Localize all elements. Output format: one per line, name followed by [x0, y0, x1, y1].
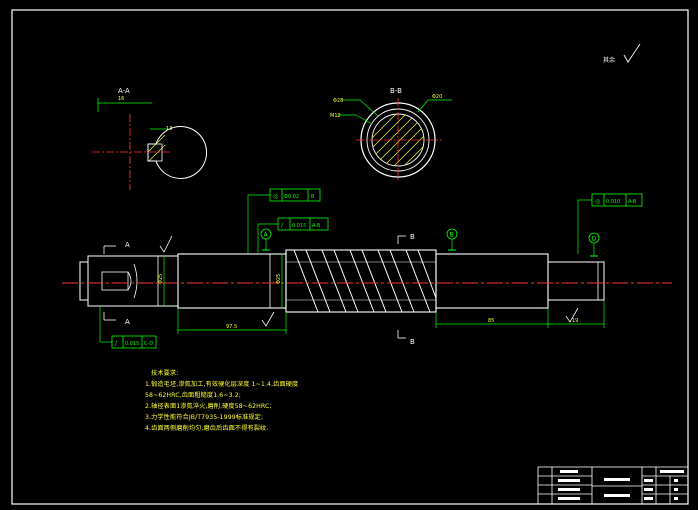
technical-requirements-title: 技术要求:	[151, 370, 179, 377]
dim-19: 19	[572, 318, 578, 324]
cut-mark-a-top: A	[125, 241, 130, 249]
tolerance-frame-1: ◎ Φ0.02 B	[247, 188, 321, 254]
roughness-note: 其余	[603, 43, 641, 64]
requirement-line: 1.锻造毛坯,渗氮加工,有效硬化层深度 1~1.4,齿面硬度	[145, 381, 299, 388]
section-a-a-label: A-A	[118, 87, 130, 95]
tol-datum: C-D	[144, 341, 153, 347]
tol-value: 0.015	[125, 341, 139, 347]
tol-symbol: ◎	[273, 193, 278, 200]
tol-symbol: /	[115, 340, 118, 347]
dim-dia-mid: Φ25	[276, 274, 282, 284]
technical-requirements: 技术要求: 1.锻造毛坯,渗氮加工,有效硬化层深度 1~1.4,齿面硬度 58~…	[145, 368, 298, 434]
tol-symbol: /	[281, 222, 284, 229]
b-dim-3: M12	[330, 113, 341, 119]
tolerance-frame-3: ◎ 0.010 A-B	[577, 193, 643, 254]
keyway	[101, 271, 129, 291]
tol-value: Φ0.02	[284, 194, 299, 200]
tol-value: 0.010	[606, 199, 620, 205]
datum-a: A	[260, 228, 272, 251]
cut-mark-b-top: B	[410, 233, 415, 241]
roughness-symbol-icon	[623, 43, 641, 63]
tol-datum: B	[311, 194, 315, 200]
section-b-b: B-B Φ28 Φ20 M12	[330, 87, 452, 182]
requirement-line: 2.轴径表面1渗氮淬火,磨削,硬度58~62HRC;	[145, 403, 272, 410]
datum-label: A	[264, 232, 269, 239]
tol-datum: A-B	[628, 199, 637, 205]
tol-symbol: ◎	[595, 198, 600, 205]
cut-mark-b-bottom: B	[410, 338, 415, 346]
a-width-dim: 16	[118, 96, 124, 102]
title-block-fills	[558, 470, 684, 500]
tolerance-frame-4: / 0.015 C-D	[99, 306, 157, 349]
requirement-line: 4.齿面两侧磨削均匀,磨齿后齿面不得有裂纹.	[145, 425, 269, 432]
datum-label: B	[450, 232, 454, 239]
section-b-b-label: B-B	[390, 87, 402, 95]
requirement-line: 3.力学性能符合JB/T7935-1999标准规定;	[145, 414, 264, 421]
tol-datum: A-B	[312, 223, 321, 229]
title-block	[537, 466, 689, 505]
roughness-mark-icon	[261, 311, 275, 327]
roughness-mark-icon	[565, 307, 579, 323]
tolerance-frame-2: / 0.015 A-B	[257, 217, 329, 254]
datum-label: D	[592, 236, 597, 243]
b-dim-1: Φ28	[333, 98, 343, 104]
roughness-mark-icon	[159, 235, 173, 253]
datum-d: D	[588, 232, 600, 257]
section-a-a: A-A 16 13	[92, 87, 207, 190]
dim-97-5: 97.5	[226, 324, 237, 330]
dim-dia-left: Φ25	[158, 274, 164, 284]
datum-b: B	[446, 228, 458, 251]
worm-thread	[285, 249, 437, 313]
shaft-main-view: A A B B	[62, 233, 672, 346]
dimension-lines	[163, 254, 605, 334]
requirement-line: 58~62HRC,齿面粗糙度1.6~3.2;	[145, 392, 241, 399]
drawing-border	[11, 9, 689, 505]
dim-85: 85	[488, 318, 494, 324]
roughness-note-text: 其余	[603, 56, 615, 64]
cut-mark-a-bottom: A	[125, 318, 130, 326]
shaft-section-outline	[147, 126, 207, 179]
b-dim-2: Φ20	[432, 94, 442, 100]
tol-value: 0.015	[292, 223, 306, 229]
